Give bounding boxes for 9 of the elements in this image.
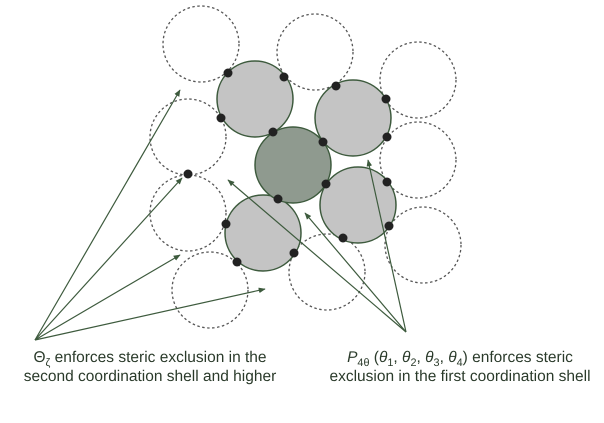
arrow: [34, 89, 181, 340]
arrow: [366, 159, 407, 332]
annotation-text: Θ$_{ζ}$ enforces steric exclusion in the second coordination shell and higher: [10, 348, 290, 386]
arrow: [34, 254, 181, 341]
annotation-text: P$_{4θ}$ (θ$_{1}$, θ$_{2}$, θ$_{3}$, θ$_{4}$) enforces steric exclusion in the first coordination shell: [318, 348, 602, 386]
arrow: [304, 212, 406, 332]
arrow: [34, 177, 182, 340]
arrow: [227, 180, 406, 332]
arrow: [34, 288, 266, 341]
